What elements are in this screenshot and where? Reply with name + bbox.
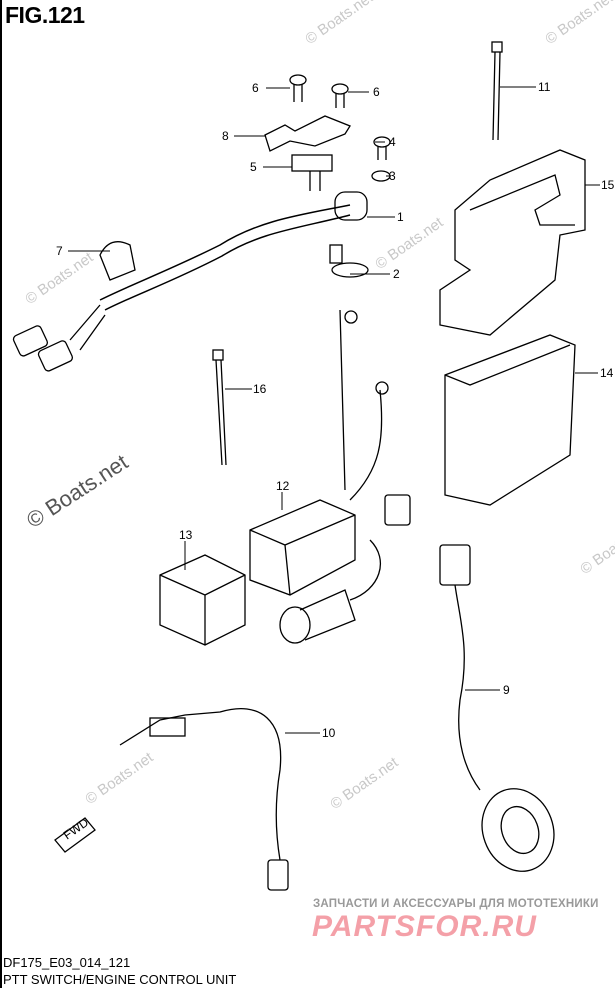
harness-10[interactable] [119,708,289,891]
wire-12[interactable] [339,309,383,601]
figure-title: FIG.121 [5,2,85,28]
callout-10: 10 [322,726,336,740]
bracket-8[interactable] [264,115,351,152]
callout-2: 2 [393,267,400,281]
socket-12[interactable] [279,589,356,644]
diagram-code: DF175_E03_014_121 [3,955,131,970]
partsfor-logo: PARTSFOR.RU [312,910,537,943]
callout-5: 5 [250,160,257,174]
callout-11: 11 [538,80,551,94]
relay-12[interactable] [249,499,356,596]
callout-13: 13 [179,528,193,542]
left-border [0,0,2,988]
callout-14: 14 [600,366,614,380]
fwd-arrow: FWD [54,815,96,853]
diagram-caption: PTT SWITCH/ENGINE CONTROL UNIT [3,972,237,987]
screw-4[interactable] [373,136,391,160]
ptt-switch-5[interactable] [291,154,333,191]
harness-1[interactable] [99,204,351,311]
cable-tie-11[interactable] [491,41,503,141]
screw-6b[interactable] [331,83,349,108]
callout-1: 1 [397,210,404,224]
ecu-cover-15[interactable] [439,149,586,336]
callout-15: 15 [601,178,615,192]
callout-8: 8 [222,129,229,143]
ecu-14[interactable] [444,334,576,506]
callout-6: 6 [252,81,259,95]
harness-9[interactable] [439,544,565,881]
connector-12[interactable] [384,494,411,526]
callout-12: 12 [276,479,290,493]
callout-9: 9 [503,683,510,697]
partsfor-subtitle: ЗАПЧАСТИ И АКСЕССУАРЫ ДЛЯ МОТОТЕХНИКИ [313,898,599,910]
screw-6a[interactable] [289,74,307,102]
relay-13[interactable] [159,554,246,646]
callout-4: 4 [389,135,396,149]
callout-7: 7 [56,244,63,258]
callout-16: 16 [253,382,267,396]
clamp-7[interactable] [99,241,136,281]
callout-6: 6 [373,85,380,99]
connector-left[interactable] [12,304,106,372]
cable-tie-16[interactable] [212,349,227,466]
callout-3: 3 [389,169,396,183]
sensor-2[interactable] [329,244,369,278]
sensor-1[interactable] [334,191,368,221]
